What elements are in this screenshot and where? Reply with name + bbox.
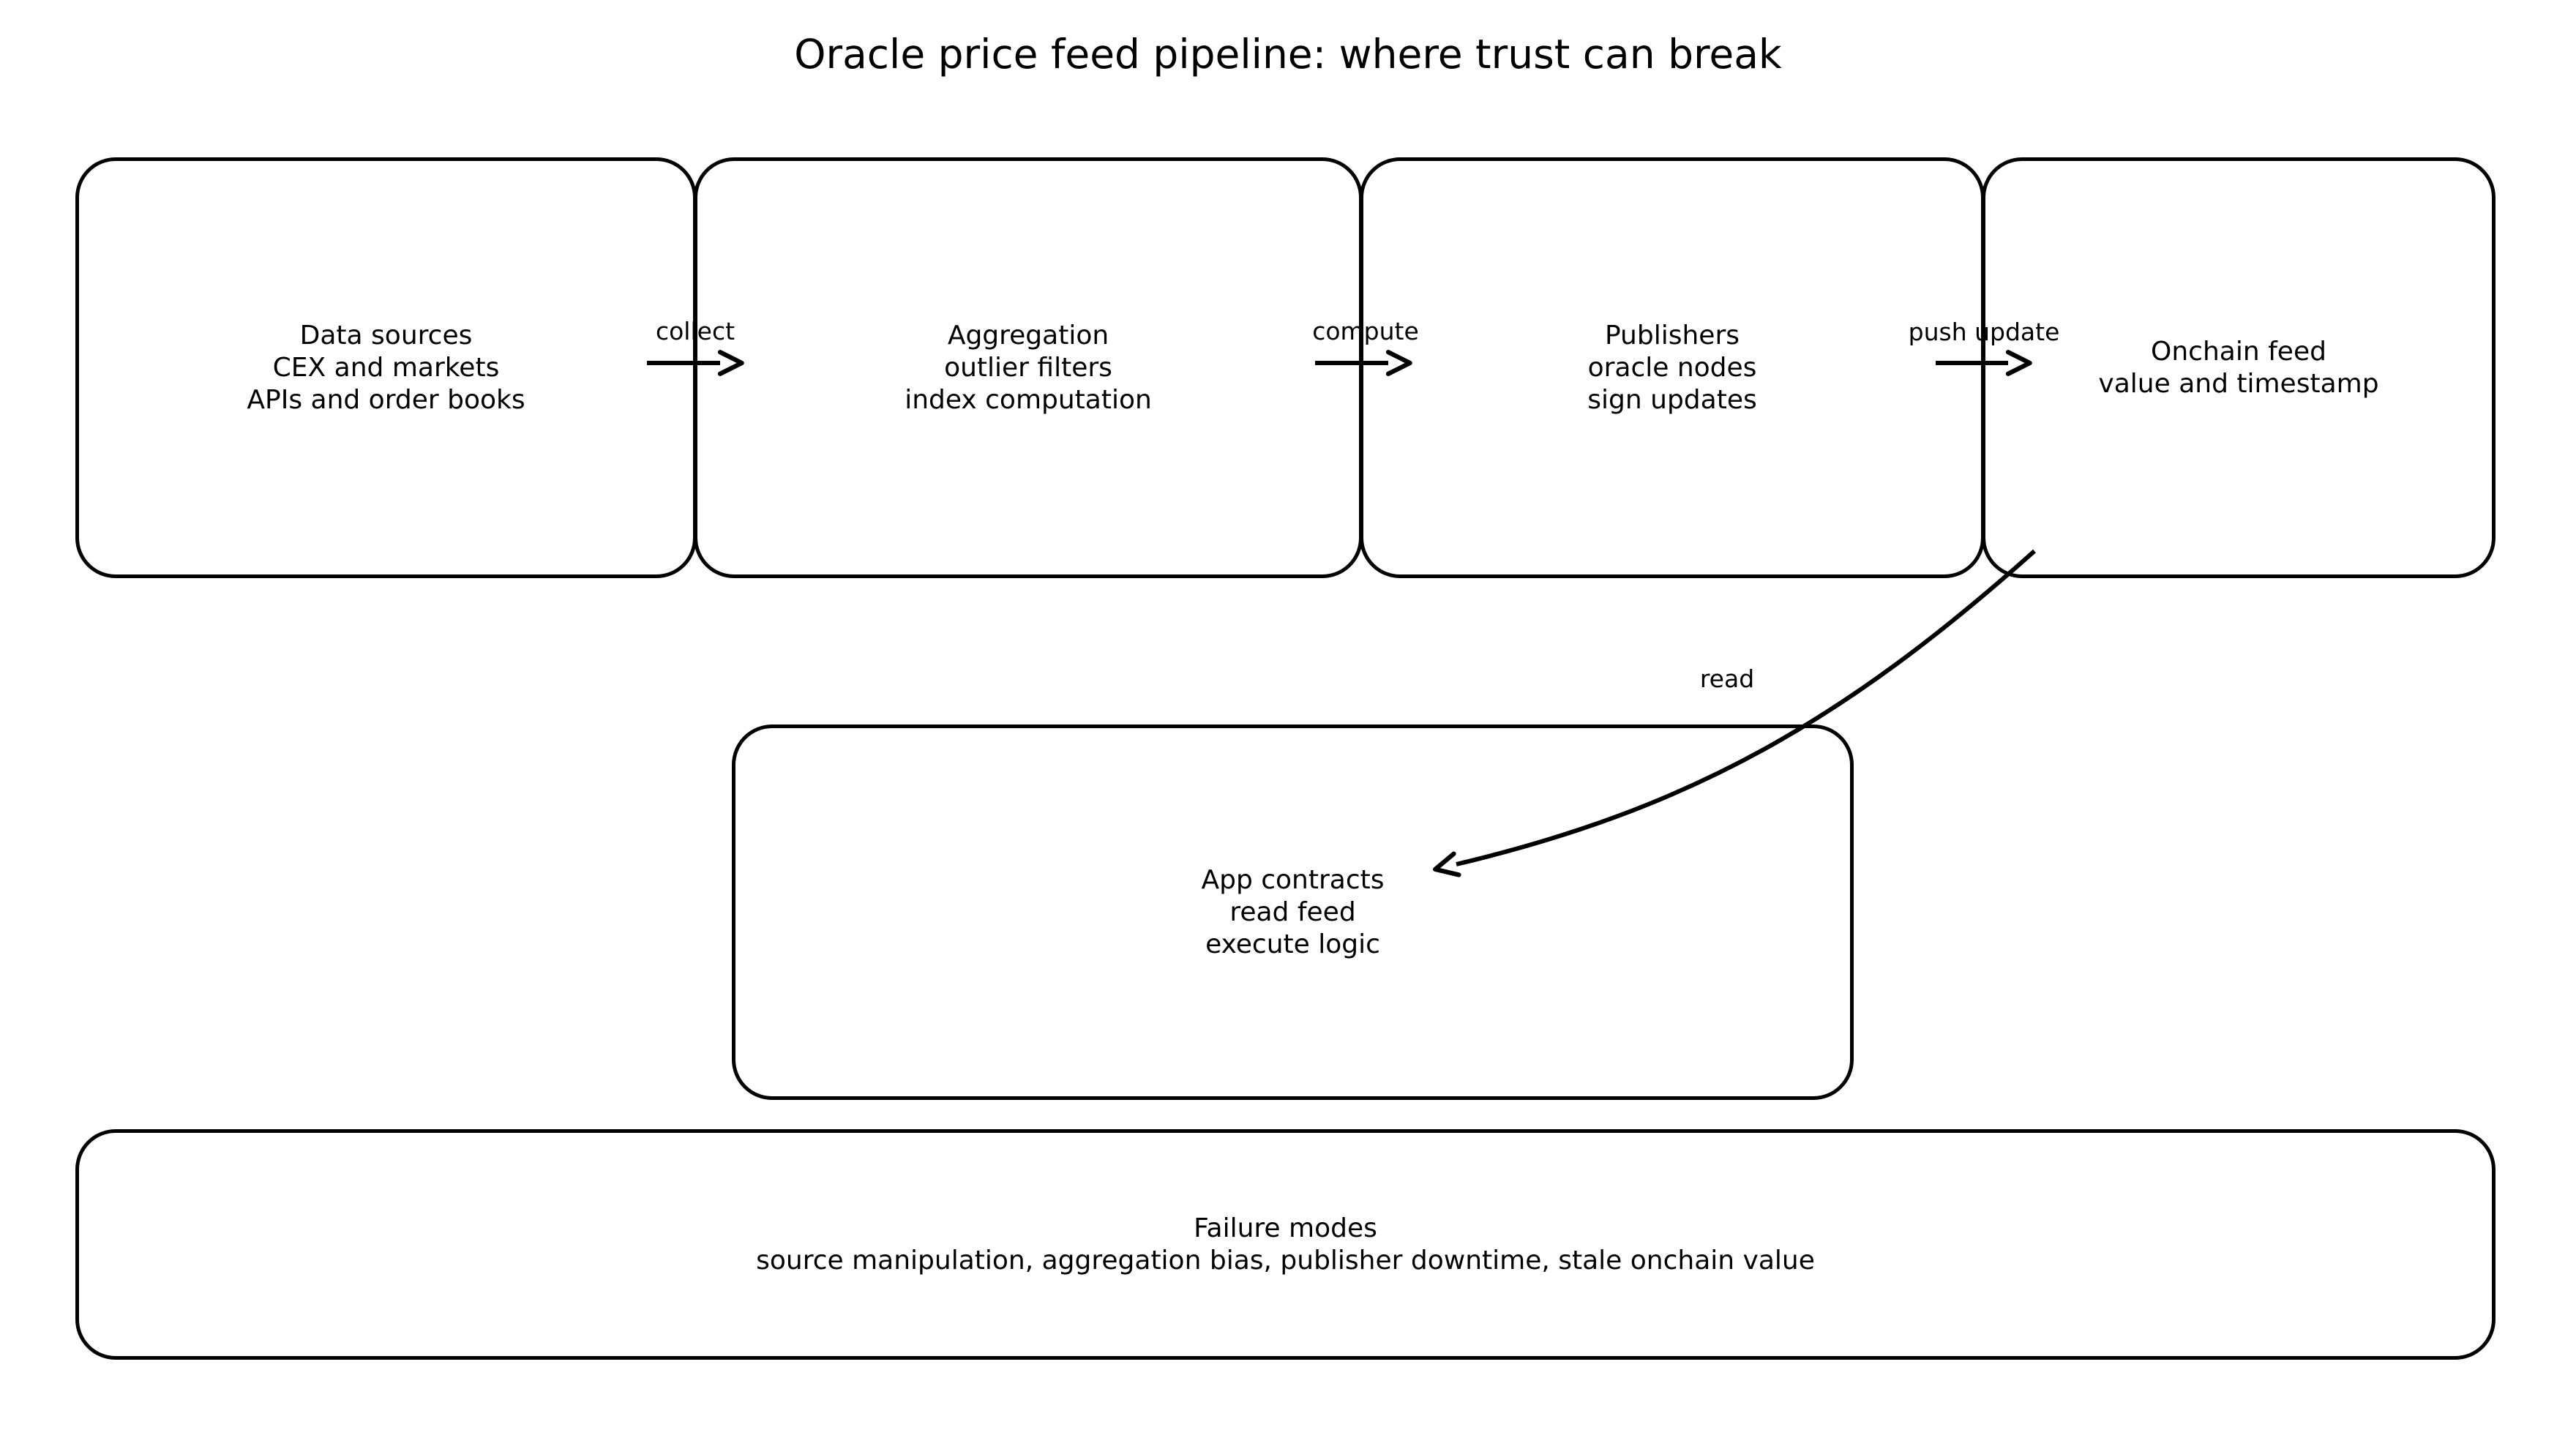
app-contracts-line: App contracts bbox=[1201, 864, 1385, 895]
stage-box-onchain-feed-text: Onchain feed value and timestamp bbox=[2098, 336, 2378, 400]
stage-line: value and timestamp bbox=[2098, 368, 2379, 399]
stage-box-publishers-text: Publishers oracle nodes sign updates bbox=[1587, 320, 1756, 416]
app-contracts-line: execute logic bbox=[1205, 929, 1380, 959]
stage-line: Data sources bbox=[299, 320, 473, 351]
push-update-edge-label: push update bbox=[1908, 318, 2060, 346]
stage-line: CEX and markets bbox=[272, 352, 500, 383]
collect-edge-label: collect bbox=[655, 317, 735, 345]
stage-box-onchain-feed: Onchain feed value and timestamp bbox=[1982, 157, 2496, 578]
stage-line: outlier filters bbox=[944, 352, 1112, 383]
stage-line: Onchain feed bbox=[2151, 336, 2326, 367]
stage-line: oracle nodes bbox=[1587, 352, 1757, 383]
stage-box-publishers: Publishers oracle nodes sign updates bbox=[1360, 157, 1985, 578]
failure-modes-text: Failure modes source manipulation, aggre… bbox=[756, 1213, 1815, 1277]
stage-line: Aggregation bbox=[947, 320, 1109, 351]
failure-modes-box: Failure modes source manipulation, aggre… bbox=[75, 1129, 2496, 1360]
stage-line: sign updates bbox=[1587, 384, 1757, 415]
app-contracts-text: App contracts read feed execute logic bbox=[1201, 864, 1384, 961]
stage-box-data-sources-text: Data sources CEX and markets APIs and or… bbox=[247, 320, 525, 416]
diagram-title: Oracle price feed pipeline: where trust … bbox=[794, 31, 1782, 78]
app-contracts-line: read feed bbox=[1229, 896, 1356, 927]
stage-box-data-sources: Data sources CEX and markets APIs and or… bbox=[75, 157, 697, 578]
read-edge-label: read bbox=[1699, 664, 1755, 693]
failure-modes-line: source manipulation, aggregation bias, p… bbox=[756, 1245, 1815, 1276]
stage-line: Publishers bbox=[1604, 320, 1740, 351]
compute-edge-label: compute bbox=[1312, 317, 1419, 345]
stage-box-aggregation-text: Aggregation outlier filters index comput… bbox=[905, 320, 1152, 416]
app-contracts-box: App contracts read feed execute logic bbox=[732, 724, 1854, 1100]
failure-modes-line: Failure modes bbox=[1194, 1213, 1377, 1243]
stage-line: APIs and order books bbox=[247, 384, 525, 415]
stage-line: index computation bbox=[905, 384, 1152, 415]
stage-box-aggregation: Aggregation outlier filters index comput… bbox=[694, 157, 1363, 578]
